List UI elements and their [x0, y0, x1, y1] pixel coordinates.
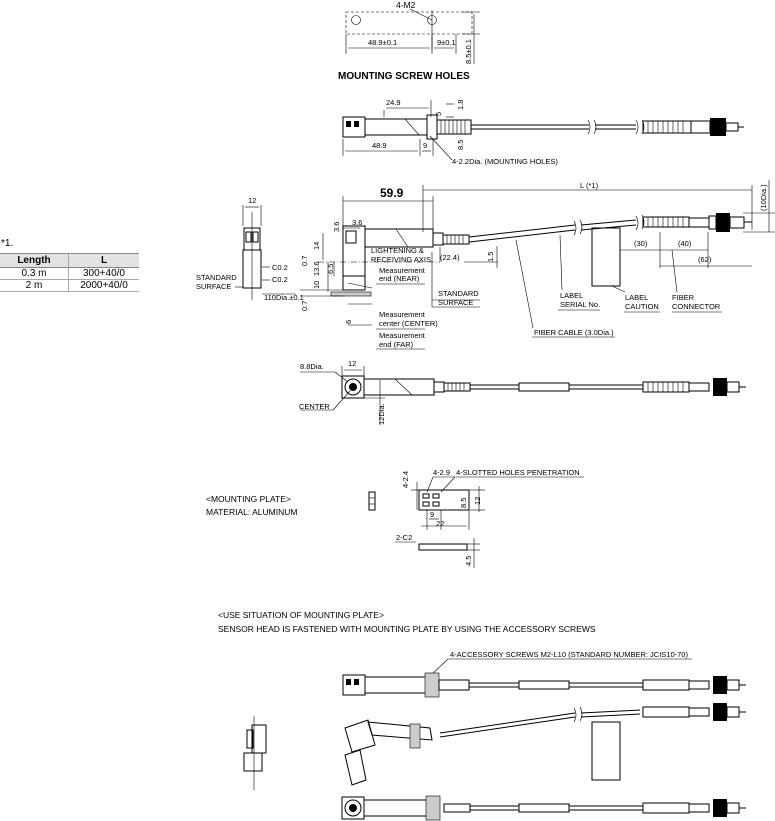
fiber-connector-1: FIBER	[672, 293, 695, 302]
dim-62: (62)	[698, 255, 712, 264]
dim-0-7-b: 0.7	[300, 301, 309, 311]
label-serial-2: SERIAL No.	[560, 300, 600, 309]
dim-4-5: 4.5	[464, 556, 473, 566]
dim-30: (30)	[634, 239, 648, 248]
mounting-screw-holes: 4-M2 48.9±0.1 9±0.1 8.5±0.1 MOUNTING SCR…	[338, 0, 480, 82]
axis-label-2: RECEIVING AXIS	[371, 255, 431, 264]
center-label: CENTER	[299, 402, 330, 411]
axis-label-1: LIGHTENING &	[371, 246, 424, 255]
dim-48-9-top: 48.9	[372, 141, 387, 150]
plate-material: MATERIAL: ALUMINUM	[206, 507, 297, 517]
dim-10-dia: (10Dia.)	[759, 184, 768, 211]
dim-40: (40)	[678, 239, 692, 248]
center-label-2: center (CENTER)	[379, 319, 438, 328]
dim-22-4: (22.4)	[440, 253, 460, 262]
dim-110: 110Dia.±0.1	[264, 293, 304, 302]
accessory-screws-label: 4-ACCESSORY SCREWS M2-L10 (STANDARD NUMB…	[450, 650, 688, 659]
dim-6-5: 6.5	[326, 264, 335, 274]
c02-b: C0.2	[272, 275, 288, 284]
center-label-1: Measurement	[379, 310, 426, 319]
dim-59-9: 59.9	[380, 186, 404, 200]
footnote-marker: *1.	[1, 238, 14, 249]
fiber-connector-2: CONNECTOR	[672, 302, 721, 311]
table-row: 0.3 m 300+40/0	[0, 267, 139, 280]
dim-1-8: 1.8	[456, 100, 465, 110]
dim-10: 10	[312, 281, 321, 289]
l-header: L	[68, 253, 139, 268]
label-4-m2: 4-M2	[396, 0, 416, 10]
length-cell: 0.3 m	[0, 267, 69, 280]
far-label-1: Measurement	[379, 331, 426, 340]
c02-a: C0.2	[272, 263, 288, 272]
dim-12-plate: 12	[473, 497, 482, 505]
dim-9-top: 9	[423, 141, 427, 150]
dim-13-6: 13.6	[312, 261, 321, 276]
dim-1-5: 1.5	[486, 252, 495, 262]
dim-9-plate: 9	[430, 510, 434, 519]
l-label: L (*1)	[580, 181, 599, 190]
dim-8-5: 8.5±0.1	[464, 39, 473, 64]
use-description: SENSOR HEAD IS FASTENED WITH MOUNTING PL…	[218, 624, 596, 634]
dim-3-6-a: 3.6	[332, 222, 341, 232]
dim-14: 14	[312, 242, 321, 250]
std-surface-left-2: SURFACE	[196, 282, 231, 291]
near-label-1: Measurement	[379, 266, 426, 275]
dim-4-2-4: 4-2.4	[401, 471, 410, 488]
far-label-2: end (FAR)	[379, 340, 414, 349]
length-cell: 2 m	[0, 279, 69, 292]
dim-12-front: 12	[348, 359, 356, 368]
dim-6: 6	[344, 320, 353, 324]
dim-48-9: 48.9±0.1	[368, 38, 397, 47]
std-surface-right-1: STANDARD	[438, 289, 479, 298]
length-table: Length L 0.3 m 300+40/0 2 m 2000+40/0	[0, 253, 139, 292]
mounting-holes-label: 4-2.2Dia. (MOUNTING HOLES)	[452, 157, 558, 166]
dim-22: 22	[436, 519, 444, 528]
label-caution-1: LABEL	[625, 293, 648, 302]
front-view: 12 8.8Dia. CENTER 12Dia.	[299, 359, 746, 425]
l-cell: 300+40/0	[68, 267, 139, 280]
dim-8-8-dia: 8.8Dia.	[300, 362, 324, 371]
dim-3-6-b: 3.6	[352, 218, 362, 227]
length-header: Length	[0, 253, 69, 268]
plate-title: <MOUNTING PLATE>	[206, 494, 291, 504]
use-situation: <USE SITUATION OF MOUNTING PLATE> SENSOR…	[218, 610, 746, 821]
dim-24-9: 24.9	[386, 98, 401, 107]
std-surface-left-1: STANDARD	[196, 273, 237, 282]
dim-0-7-a: 0.7	[300, 256, 309, 266]
top-view: 24.9 5 1.8 8.5 48.9 9 4-2.2Dia. (MOUNTIN…	[342, 98, 744, 166]
l-cell: 2000+40/0	[68, 279, 139, 292]
label-2-c2: 2-C2	[396, 533, 412, 542]
screw-holes-title: MOUNTING SCREW HOLES	[338, 71, 470, 82]
dim-9: 9±0.1	[437, 38, 456, 47]
dim-12-side: 12	[248, 196, 256, 205]
mounting-plate: <MOUNTING PLATE> MATERIAL: ALUMINUM 4-2.…	[206, 468, 584, 568]
dim-12-dia: 12Dia.	[377, 403, 386, 425]
label-serial-1: LABEL	[560, 291, 583, 300]
dim-8-5-top: 8.5	[456, 140, 465, 150]
use-title: <USE SITUATION OF MOUNTING PLATE>	[218, 610, 384, 620]
label-caution-2: CAUTION	[625, 302, 659, 311]
slotted-holes-label: 4-SLOTTED HOLES PENETRATION	[456, 468, 580, 477]
std-surface-right-2: SURFACE	[438, 298, 473, 307]
length-table-header: Length L	[0, 253, 139, 268]
fiber-cable-label: FIBER CABLE (3.0Dia.)	[534, 328, 614, 337]
dim-4-2-9: 4-2.9	[433, 468, 450, 477]
dim-8-5-plate: 8.5	[459, 498, 468, 508]
side-view: 12 C0.2 C0.2 STANDARD SURFACE 110Dia.±0.…	[196, 180, 775, 350]
dim-5: 5	[434, 112, 443, 116]
table-row: 2 m 2000+40/0	[0, 279, 139, 292]
near-label-2: end (NEAR)	[379, 274, 420, 283]
